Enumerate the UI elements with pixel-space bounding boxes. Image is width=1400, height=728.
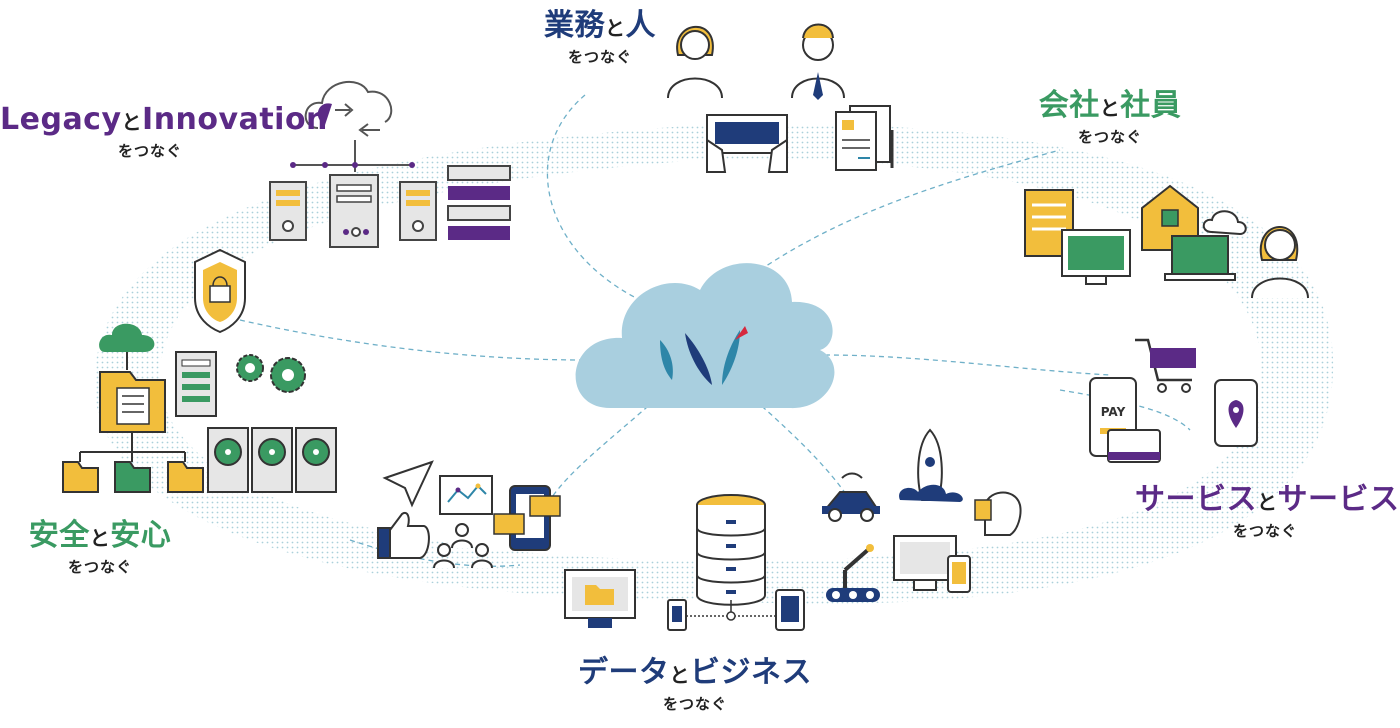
- chart-monitor-icon: [439, 475, 493, 515]
- label-service-service: サービスとサービス をつなぐ: [1135, 482, 1399, 542]
- label-service-b: サービス: [1277, 482, 1400, 517]
- database-icon: [696, 494, 766, 606]
- label-staff: 社員: [1120, 88, 1182, 123]
- data-link-icon: [667, 589, 805, 631]
- label-company-sub: をつなぐ: [1077, 128, 1142, 146]
- label-service-sub: をつなぐ: [1232, 522, 1297, 540]
- label-data-sub: をつなぐ: [662, 695, 727, 713]
- robot-arm-icon: [826, 544, 880, 602]
- central-cloud: [575, 263, 835, 409]
- label-safety-sub: をつなぐ: [67, 558, 132, 576]
- label-legacy-sub: をつなぐ: [117, 142, 182, 160]
- label-safety-conj: と: [89, 526, 111, 550]
- shopping-cart-icon: [1135, 338, 1196, 393]
- ai-head-icon: [974, 491, 1022, 536]
- keyboard-typing-icon: [706, 114, 788, 173]
- house-icon: [1141, 184, 1199, 251]
- man-avatar-icon: [791, 23, 845, 100]
- label-people: 人: [625, 8, 656, 43]
- label-company: 会社: [1038, 88, 1100, 123]
- label-work-conj: と: [605, 16, 626, 40]
- label-work-sub: をつなぐ: [567, 48, 632, 66]
- credit-card-icon: [1107, 429, 1161, 463]
- server-box-icon: [175, 351, 217, 417]
- label-company-conj: と: [1099, 96, 1121, 120]
- laptop-icon: [1164, 235, 1236, 281]
- small-cloud-icon: [1202, 210, 1247, 236]
- server-tower-icon: [269, 174, 437, 248]
- legacy-cloud-icon: [304, 81, 393, 137]
- label-service-conj: と: [1257, 490, 1278, 514]
- label-business: ビジネス: [690, 655, 812, 690]
- company-logo-icon: [660, 326, 748, 385]
- label-secure: 安心: [110, 518, 172, 553]
- devices-icon: [893, 535, 971, 593]
- rocket-icon: [899, 428, 963, 502]
- woman-avatar-icon: [667, 25, 723, 99]
- label-innovation: Innovation: [142, 102, 328, 137]
- folder-monitor-icon: [564, 569, 636, 628]
- tree-cloud-icon: [99, 323, 155, 370]
- label-data-conj: と: [669, 663, 690, 687]
- location-phone-icon: [1214, 379, 1258, 447]
- folder-document-icon: [99, 371, 166, 433]
- label-legacy: Legacy: [0, 102, 122, 137]
- label-legacy-innovation: LegacyとInnovation をつなぐ: [0, 102, 327, 162]
- gears-icon: [236, 354, 306, 393]
- chat-phone-icon: [493, 485, 561, 551]
- people-group-icon: [433, 523, 493, 569]
- folder-tree-icon: [62, 432, 204, 493]
- label-service-a: サービス: [1135, 482, 1257, 517]
- connected-car-icon: [822, 472, 880, 522]
- rack-server-icon: [447, 165, 511, 240]
- pay-text: PAY: [1101, 405, 1126, 419]
- security-shield-icon: [194, 248, 246, 334]
- label-data-business: データとビジネス をつなぐ: [560, 655, 830, 715]
- label-safe: 安全: [28, 518, 90, 553]
- document-icon: [835, 105, 894, 171]
- hard-drives-icon: [207, 427, 337, 493]
- label-work-people: 業務と人 をつなぐ: [520, 8, 680, 68]
- desktop-monitor-icon: [1061, 229, 1131, 285]
- network-bus: [290, 140, 415, 172]
- thumbs-up-icon: [377, 512, 430, 559]
- label-data: データ: [578, 655, 670, 690]
- label-safety: 安全と安心 をつなぐ: [20, 518, 180, 578]
- label-work: 業務: [544, 8, 605, 43]
- woman-employee-icon: [1251, 226, 1309, 299]
- paper-plane-icon: [382, 460, 434, 508]
- label-company-staff: 会社と社員 をつなぐ: [1030, 88, 1190, 148]
- label-legacy-conj: と: [121, 110, 143, 134]
